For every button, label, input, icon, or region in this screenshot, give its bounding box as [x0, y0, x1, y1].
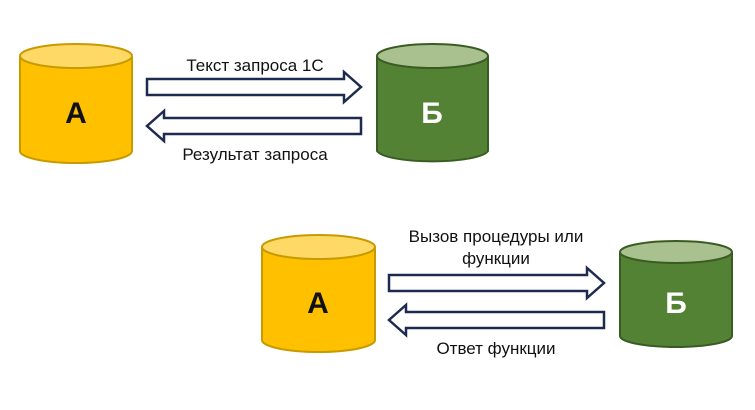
db-a-cylinder-1: А	[19, 43, 133, 164]
forward-label-1: Текст запроса 1С	[186, 56, 323, 75]
arrow-left-1	[145, 108, 363, 144]
db-b-label: Б	[421, 97, 443, 130]
db-a-label: А	[307, 287, 329, 320]
db-b-cylinder-2: Б	[619, 240, 733, 348]
db-b-label: Б	[665, 287, 687, 320]
arrow-left-2	[387, 302, 606, 338]
back-label-1: Результат запроса	[182, 145, 328, 164]
forward-label-2-line2: функции	[462, 249, 530, 268]
back-label-2: Ответ функции	[436, 339, 555, 358]
forward-label-2-line1: Вызов процедуры или	[409, 227, 584, 246]
db-b-cylinder-1: Б	[376, 43, 489, 163]
db-a-label: А	[65, 97, 87, 130]
db-a-cylinder-2: А	[261, 234, 376, 353]
arrow-right-1	[145, 69, 363, 105]
arrow-right-2	[387, 265, 606, 301]
